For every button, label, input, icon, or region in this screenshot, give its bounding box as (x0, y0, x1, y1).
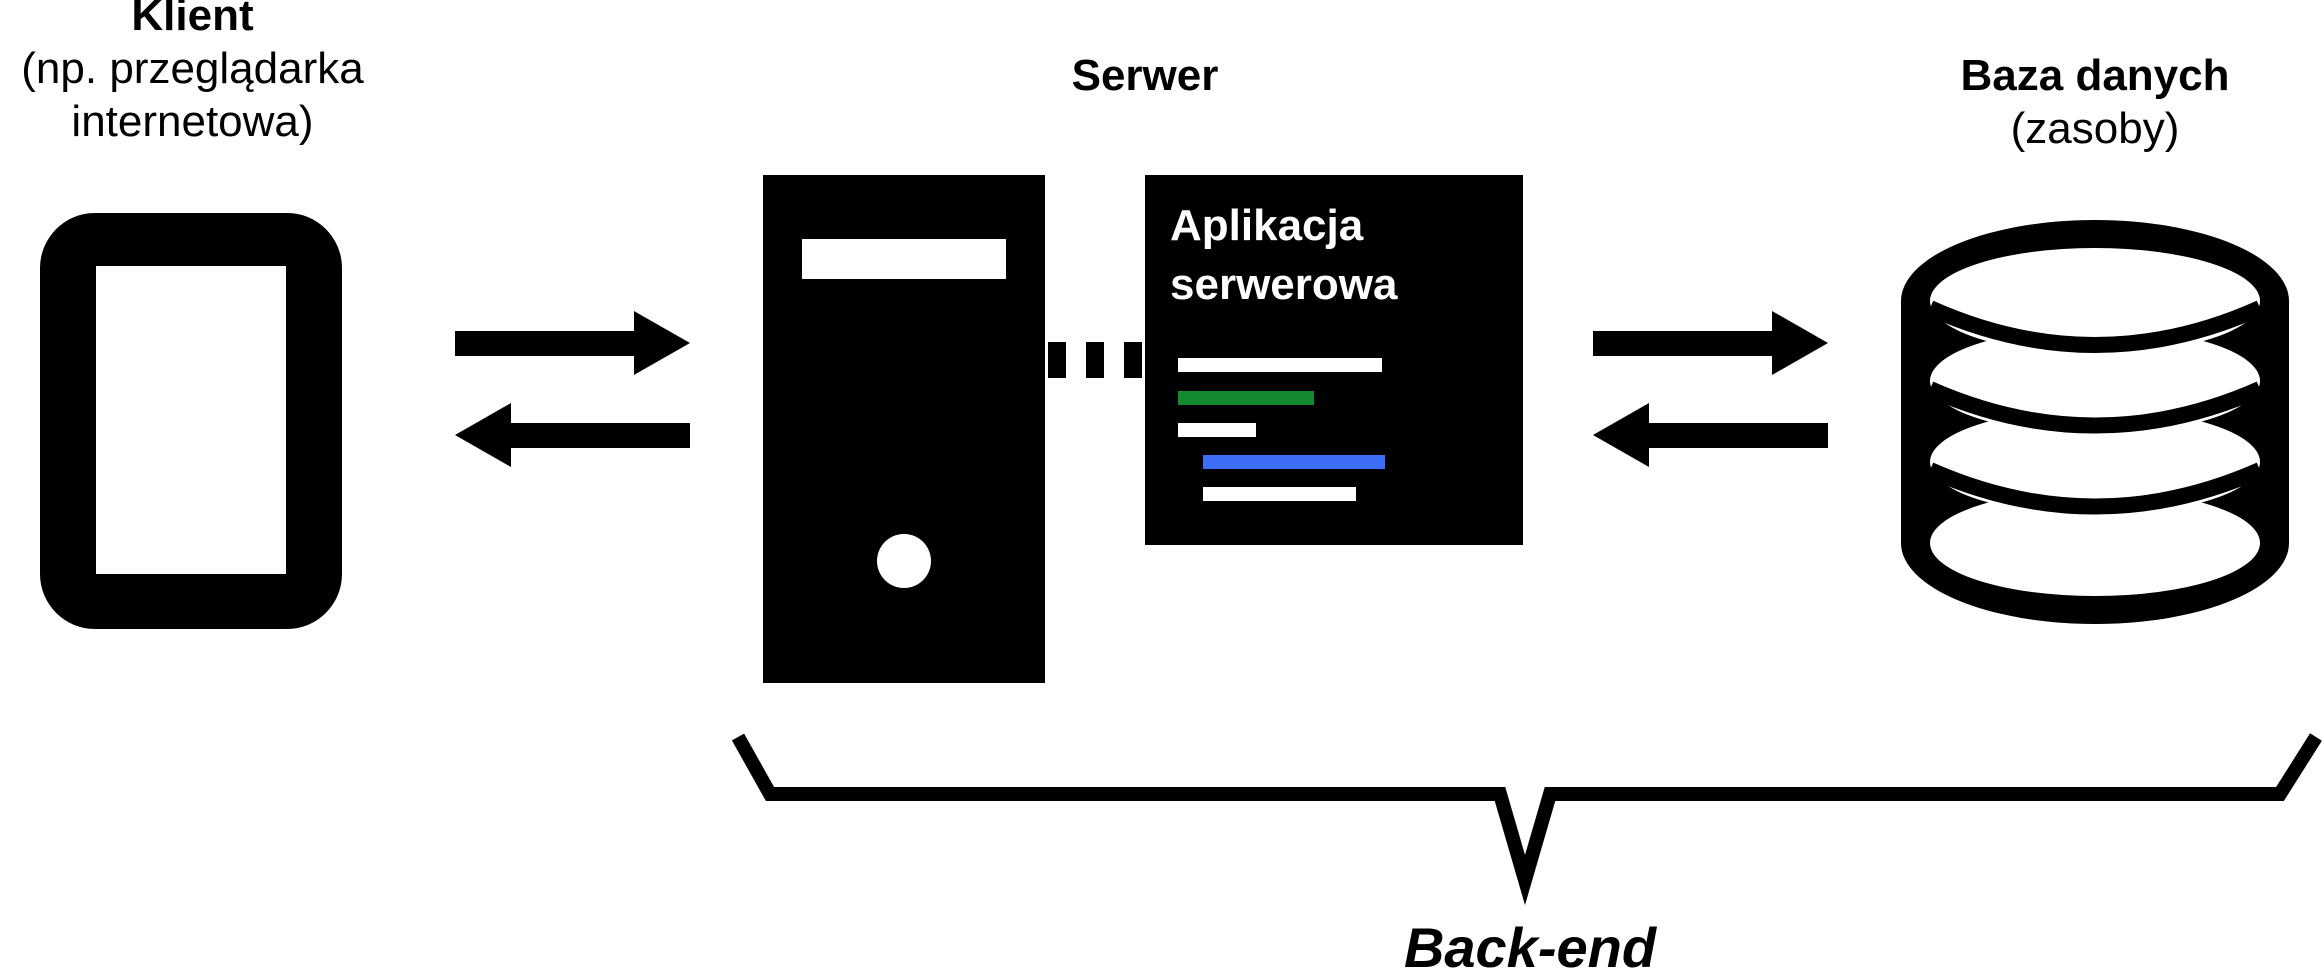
server-title: Serwer (1071, 51, 1219, 100)
client-server-arrows (455, 311, 690, 467)
backend-brace-icon (731, 733, 2322, 906)
arrow-left-icon (455, 403, 690, 467)
server-application-label: Aplikacja serwerowa (1170, 201, 1398, 310)
server-label: Serwer (985, 50, 1305, 103)
database-subtitle: (zasoby) (2010, 103, 2180, 153)
arrow-left-icon (1593, 403, 1828, 467)
code-line (1203, 487, 1356, 501)
code-line (1178, 358, 1382, 372)
backend-label: Back-end (1403, 916, 1657, 979)
client-subtitle-line1: (np. przeglądarka (21, 43, 364, 93)
database-label: Baza danych (zasoby) (1890, 50, 2300, 156)
client-subtitle-line2: internetowa) (71, 96, 314, 146)
application-window-icon (1145, 175, 1523, 545)
arrow-right-icon (1593, 311, 1828, 375)
database-title: Baza danych (1960, 51, 2230, 100)
client-title: Klient (131, 0, 254, 40)
server-app-connector (1048, 342, 1142, 378)
server-tower-icon (763, 175, 1045, 683)
code-line (1178, 423, 1256, 437)
arrow-right-icon (455, 311, 690, 375)
server-db-arrows (1593, 311, 1828, 467)
code-line (1203, 455, 1385, 469)
database-icon (1901, 220, 2289, 624)
code-line (1178, 391, 1314, 405)
client-device-icon (40, 213, 342, 629)
client-label: Klient (np. przeglądarka internetowa) (0, 0, 385, 148)
